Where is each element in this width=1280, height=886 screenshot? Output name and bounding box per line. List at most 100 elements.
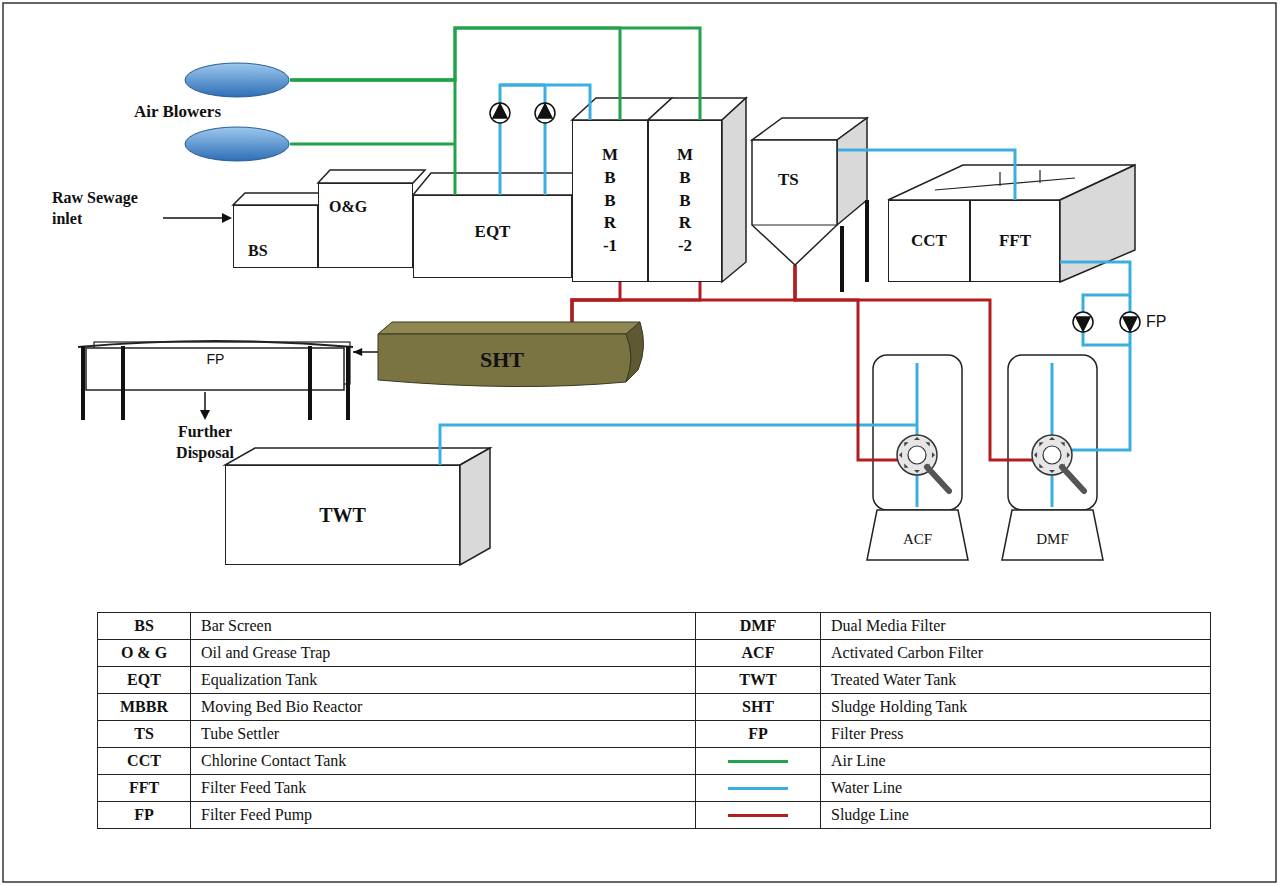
vertical-label: MBBR-1 [602, 144, 619, 259]
table-cell: Filter Press [821, 721, 1211, 748]
table-cell: TS [98, 721, 191, 748]
table-code: DMF [740, 617, 776, 635]
table-text: Activated Carbon Filter [831, 644, 983, 662]
node-label: FP [207, 351, 225, 367]
node-label: TS [778, 170, 799, 190]
table-cell: EQT [98, 667, 191, 694]
table-text: Filter Feed Tank [201, 779, 306, 797]
table-code: CCT [127, 752, 161, 770]
table-cell: Water Line [821, 775, 1211, 802]
node-label: DMF [1036, 531, 1069, 548]
table-code: FP [748, 725, 768, 743]
process-box: BS [233, 205, 318, 268]
table-cell [696, 802, 821, 829]
table-cell: TWT [696, 667, 821, 694]
filter-outline [865, 355, 970, 560]
node-label: TWT [319, 504, 366, 527]
table-code: FP [134, 806, 154, 824]
table-cell [696, 775, 821, 802]
table-cell: Oil and Grease Trap [191, 640, 696, 667]
process-box: O&G [318, 183, 413, 268]
table-cell: Tube Settler [191, 721, 696, 748]
table-cell: Air Line [821, 748, 1211, 775]
pipe-line [440, 425, 865, 465]
press-outline [78, 338, 353, 398]
table-text: Sludge Holding Tank [831, 698, 967, 716]
table-cell: SHT [696, 694, 821, 721]
table-code: BS [134, 617, 154, 635]
node-label: O&G [329, 198, 367, 216]
pipe-line [290, 80, 455, 195]
table-cell: Treated Water Tank [821, 667, 1211, 694]
node-label: EQT [475, 222, 511, 242]
reactor-box: MBBR-2 [648, 120, 722, 282]
table-code: SHT [742, 698, 774, 716]
disposal-label: Further Disposal [150, 422, 260, 464]
table-text: Water Line [831, 779, 902, 797]
process-box: CCT [888, 200, 970, 282]
legend-swatch [728, 787, 788, 790]
table-cell: Dual Media Filter [821, 613, 1211, 640]
table-text: Sludge Line [831, 806, 909, 824]
node-label: SHT [480, 347, 524, 373]
table-cell: FP [98, 802, 191, 829]
table-code: ACF [742, 644, 775, 662]
process-box: TWT [225, 465, 460, 565]
node-label: FFT [999, 231, 1031, 251]
table-cell: BS [98, 613, 191, 640]
table-text: Filter Press [831, 725, 903, 743]
reactor-box: MBBR-1 [572, 120, 648, 282]
inlet-label: Raw Sewage inlet [52, 188, 160, 230]
table-cell: DMF [696, 613, 821, 640]
table-code: TS [134, 725, 154, 743]
table-cell: Sludge Line [821, 802, 1211, 829]
table-code: EQT [127, 671, 161, 689]
table-cell: MBBR [98, 694, 191, 721]
pipe-line [572, 282, 700, 322]
legend-swatch [728, 760, 788, 763]
table-cell: Moving Bed Bio Reactor [191, 694, 696, 721]
node-label: BS [248, 242, 268, 260]
table-text: Chlorine Contact Tank [201, 752, 346, 770]
filter-press: FP [78, 338, 353, 398]
table-cell: FFT [98, 775, 191, 802]
table-cell: Equalization Tank [191, 667, 696, 694]
table-code: TWT [739, 671, 776, 689]
filter-unit: DMF [1000, 355, 1105, 560]
settler-tank: TS [752, 140, 837, 265]
pipe-line [795, 265, 865, 460]
table-text: Moving Bed Bio Reactor [201, 698, 362, 716]
filter-outline [1000, 355, 1105, 560]
node-label: CCT [911, 231, 947, 251]
vertical-label: MBBR-2 [677, 144, 694, 259]
table-code: FFT [129, 779, 159, 797]
ts-outline [752, 140, 837, 265]
table-text: Dual Media Filter [831, 617, 946, 635]
arrow-head [353, 348, 362, 356]
legend-swatch [728, 814, 788, 817]
node-label: ACF [903, 531, 932, 548]
table-cell: Filter Feed Tank [191, 775, 696, 802]
filter-unit: ACF [865, 355, 970, 560]
table-text: Equalization Tank [201, 671, 317, 689]
table-text: Filter Feed Pump [201, 806, 312, 824]
table-cell: Activated Carbon Filter [821, 640, 1211, 667]
process-box: FFT [970, 200, 1060, 282]
table-code: O & G [121, 644, 167, 662]
table-text: Treated Water Tank [831, 671, 956, 689]
table-cell: Bar Screen [191, 613, 696, 640]
table-cell: ACF [696, 640, 821, 667]
table-cell: Sludge Holding Tank [821, 694, 1211, 721]
pump-label: FP [1146, 312, 1166, 333]
table-cell: FP [696, 721, 821, 748]
node-label: Air Blowers [134, 102, 221, 122]
table-text: Bar Screen [201, 617, 272, 635]
table-text: Tube Settler [201, 725, 279, 743]
table-cell: O & G [98, 640, 191, 667]
table-cell: Chlorine Contact Tank [191, 748, 696, 775]
table-text: Air Line [831, 752, 886, 770]
blower-group: Air Blowers [130, 60, 290, 165]
sludge-tank: SHT [378, 322, 640, 387]
pipe-line [572, 282, 620, 322]
process-box: EQT [413, 195, 572, 278]
